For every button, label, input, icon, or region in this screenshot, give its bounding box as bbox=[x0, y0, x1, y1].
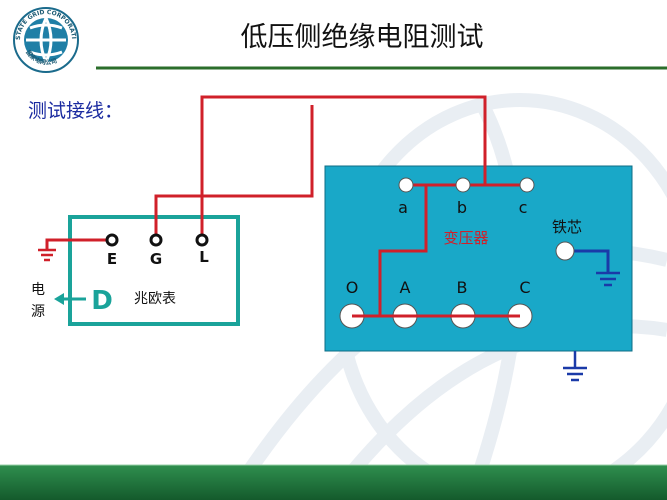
core-label: 铁芯 bbox=[552, 218, 582, 236]
lv-terminals: a b c bbox=[398, 177, 535, 217]
terminal-l bbox=[195, 233, 209, 247]
hv-label-o: O bbox=[346, 278, 359, 297]
transformer-box bbox=[324, 165, 633, 352]
hv-label-b: B bbox=[457, 278, 468, 297]
megger-box bbox=[68, 215, 240, 326]
core-ground-icon bbox=[596, 271, 620, 287]
power-arrow-icon bbox=[54, 293, 86, 305]
terminal-e bbox=[105, 233, 119, 247]
power-glyph: D bbox=[91, 286, 113, 316]
hv-terminals: O A B C bbox=[339, 278, 533, 329]
core-ground-wire bbox=[565, 249, 610, 273]
transformer-label: 变压器 bbox=[443, 229, 488, 247]
lv-label-c: c bbox=[519, 198, 528, 217]
hv-label-a: A bbox=[400, 278, 411, 297]
megger-terminals: E G L bbox=[105, 233, 209, 268]
terminal-label-l: L bbox=[199, 248, 209, 266]
lv-label-a: a bbox=[398, 198, 408, 217]
ground-icon bbox=[38, 248, 56, 262]
terminal-label-e: E bbox=[107, 250, 117, 268]
terminal-label-g: G bbox=[150, 250, 162, 268]
footer-bar bbox=[0, 465, 667, 500]
section-subtitle: 测试接线： bbox=[28, 100, 123, 122]
tank-ground-icon bbox=[563, 351, 587, 382]
megger-label: 兆欧表 bbox=[134, 291, 176, 307]
lv-label-b: b bbox=[457, 198, 467, 217]
state-grid-logo: STATE GRID CORPORATION OF CHINA 国家电网公司 bbox=[0, 0, 79, 73]
page-title: 低压侧绝缘电阻测试 bbox=[241, 22, 484, 53]
core-terminal bbox=[555, 241, 575, 261]
terminal-g bbox=[149, 233, 163, 247]
hv-label-c: C bbox=[519, 278, 530, 297]
power-label-2: 源 bbox=[31, 304, 45, 320]
power-label-1: 电 bbox=[31, 282, 45, 298]
